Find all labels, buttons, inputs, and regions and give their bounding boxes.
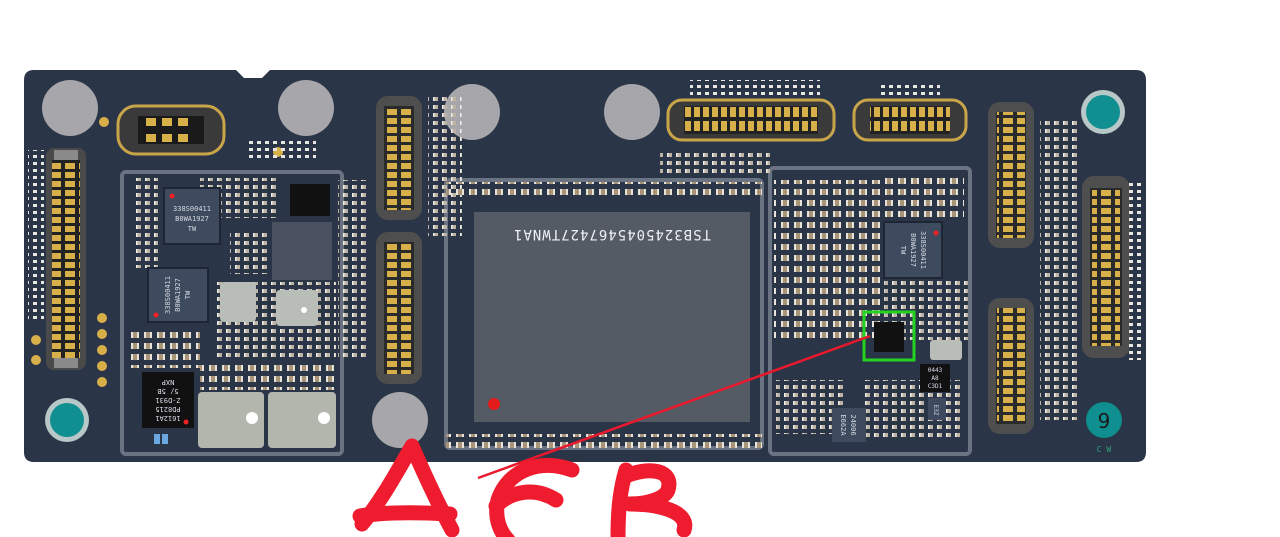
small-chip-a: 0443 A8 C3D1	[920, 364, 950, 392]
svg-text:338S00411: 338S00411	[173, 205, 211, 213]
small-black-chip-top	[290, 184, 330, 216]
center-left-connector-top	[376, 96, 422, 220]
chip-left-mid: 338S00411 B0WA1927 TW	[147, 267, 209, 323]
top-center-connector	[666, 98, 836, 142]
top-right-connector	[852, 98, 968, 142]
svg-text:E3Z: E3Z	[932, 405, 939, 416]
chip-right: 338S00411 B0WA1927 TW	[883, 221, 943, 279]
top-left-connector	[116, 104, 226, 156]
svg-text:TW: TW	[184, 290, 192, 299]
handwritten-acb	[352, 438, 693, 537]
left-vertical-connector	[46, 148, 86, 370]
small-chip-c: E3Z	[928, 398, 946, 420]
svg-text:TW: TW	[899, 246, 907, 255]
svg-text:PD8215: PD8215	[155, 405, 180, 413]
nxp-chip: 1612A1 PD8215 Z-D931 5/ 5B NXP	[142, 372, 194, 444]
svg-text:338S00411: 338S00411	[164, 276, 172, 314]
svg-text:Z-D931: Z-D931	[155, 396, 180, 404]
far-right-connector	[1082, 176, 1130, 358]
svg-text:TW: TW	[188, 225, 197, 233]
svg-text:B0WA1927: B0WA1927	[909, 233, 917, 267]
teal-pads	[45, 90, 1125, 442]
svg-text:C3D1: C3D1	[928, 383, 943, 390]
svg-text:338S00411: 338S00411	[919, 231, 927, 269]
dark-square-chip	[272, 222, 332, 280]
highlighted-chip	[862, 310, 962, 362]
right-connector-bottom	[988, 298, 1034, 434]
annotation-pointer-line	[477, 334, 871, 480]
corner-number: 9	[1098, 409, 1111, 433]
main-chip-label: TSB3245045467427TWNA1	[513, 226, 711, 242]
svg-text:B0WA1927: B0WA1927	[175, 215, 209, 223]
svg-text:1612A1: 1612A1	[155, 414, 180, 422]
right-connector-top	[988, 102, 1034, 248]
svg-text:24006: 24006	[849, 414, 857, 435]
small-chip-b: 24006 E662A	[832, 408, 866, 442]
corner-sublabel: C W	[1097, 445, 1112, 454]
center-left-connector-bottom	[376, 232, 422, 384]
chip-left-top: 338S00411 B0WA1927 TW	[163, 187, 221, 245]
inductors	[198, 282, 336, 448]
main-soc-chip: TSB3245045467427TWNA1	[474, 212, 750, 422]
svg-text:NXP: NXP	[162, 378, 175, 386]
svg-text:B0WA1927: B0WA1927	[174, 278, 182, 312]
svg-text:E662A: E662A	[839, 414, 847, 436]
svg-text:0443: 0443	[928, 367, 943, 374]
svg-text:5/ 5B: 5/ 5B	[157, 387, 178, 395]
svg-text:A8: A8	[931, 375, 939, 382]
